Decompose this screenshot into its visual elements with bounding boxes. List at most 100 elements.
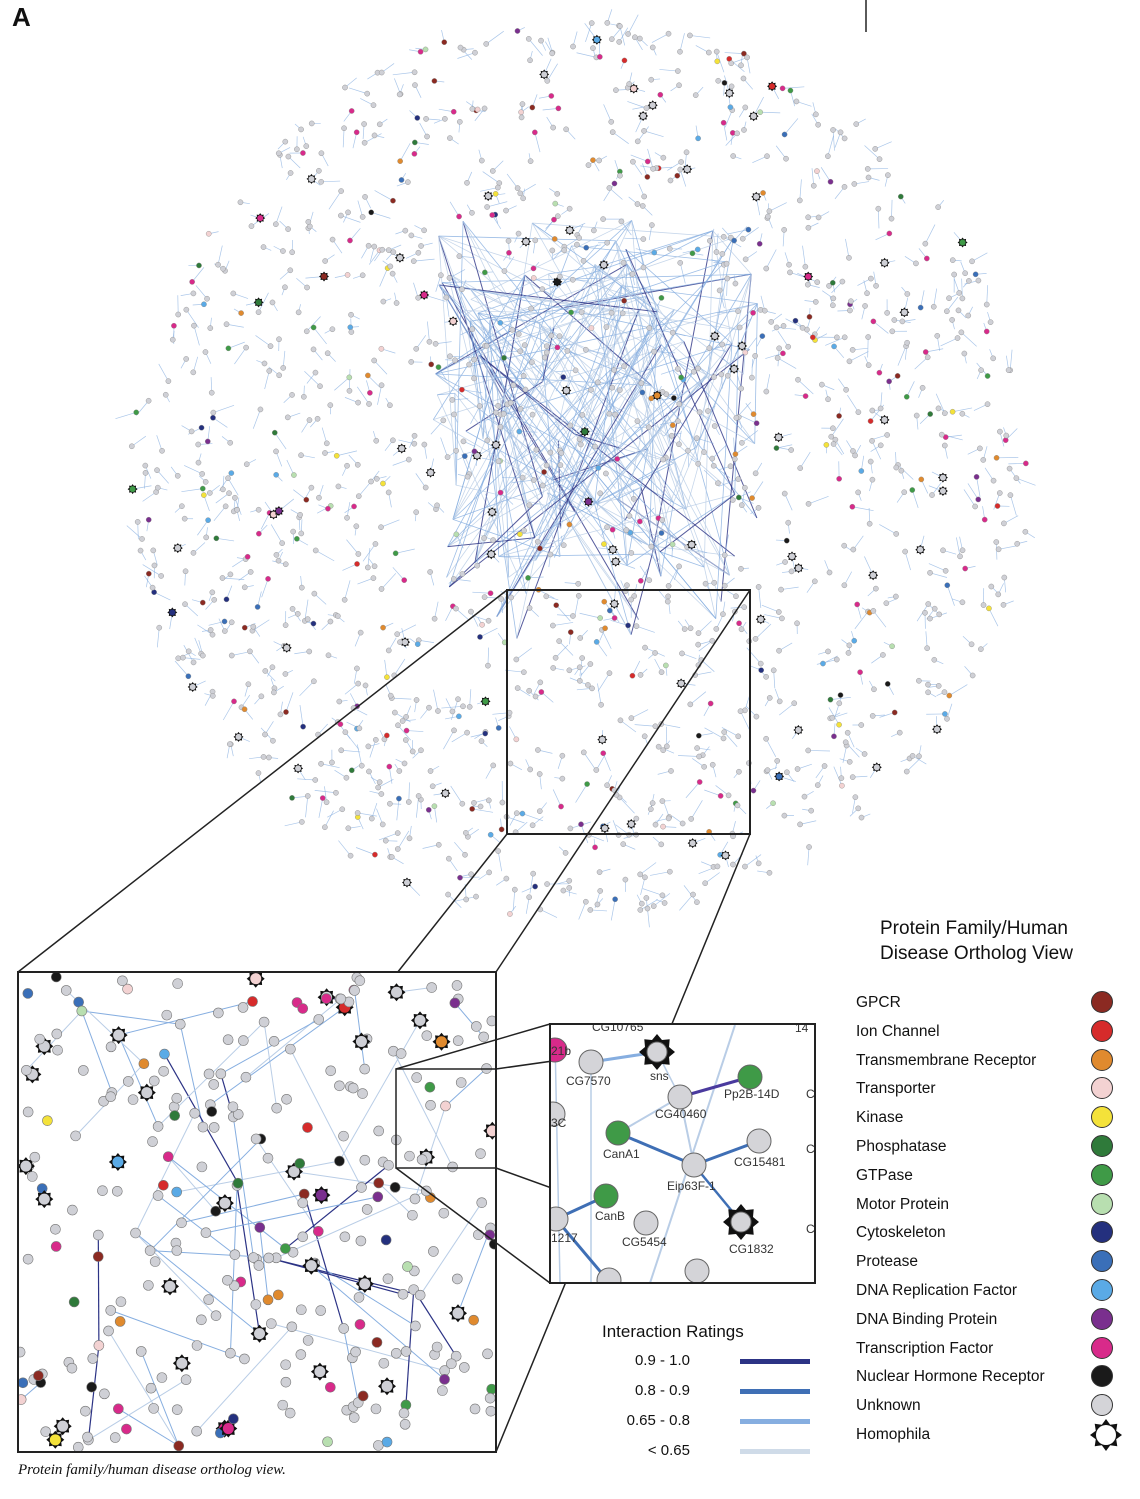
node bbox=[679, 820, 686, 827]
node bbox=[596, 1267, 622, 1282]
node bbox=[583, 244, 590, 251]
node bbox=[537, 679, 544, 686]
node bbox=[660, 154, 667, 161]
node bbox=[831, 343, 837, 350]
edge bbox=[450, 785, 463, 804]
node bbox=[469, 806, 475, 812]
zoom-connector-line bbox=[17, 589, 508, 973]
edge bbox=[297, 778, 316, 781]
node bbox=[711, 374, 717, 380]
node bbox=[223, 321, 230, 328]
node bbox=[202, 349, 209, 355]
node bbox=[637, 871, 643, 878]
node bbox=[380, 480, 386, 487]
node bbox=[227, 741, 233, 747]
node bbox=[893, 593, 899, 600]
node bbox=[203, 1068, 215, 1080]
node bbox=[207, 627, 214, 633]
edge bbox=[626, 264, 756, 444]
node bbox=[317, 383, 323, 389]
node bbox=[509, 327, 516, 333]
node bbox=[814, 782, 821, 788]
edge bbox=[303, 1193, 345, 1329]
node bbox=[508, 594, 514, 601]
node bbox=[652, 821, 659, 828]
node bbox=[457, 874, 463, 881]
node bbox=[154, 467, 160, 473]
node bbox=[295, 309, 302, 316]
node bbox=[295, 765, 302, 772]
edge bbox=[496, 386, 499, 406]
node bbox=[812, 578, 818, 585]
node bbox=[113, 1029, 125, 1041]
edge bbox=[452, 264, 628, 520]
node bbox=[357, 1390, 369, 1402]
node bbox=[658, 295, 665, 301]
node bbox=[566, 877, 573, 884]
node bbox=[865, 174, 872, 181]
node bbox=[253, 1260, 265, 1271]
edge bbox=[393, 658, 406, 676]
node bbox=[358, 762, 365, 769]
node bbox=[805, 747, 812, 754]
node bbox=[399, 1419, 411, 1430]
node bbox=[955, 307, 962, 314]
node bbox=[428, 361, 435, 368]
edge bbox=[216, 537, 235, 542]
edge bbox=[773, 670, 776, 689]
edge bbox=[643, 130, 664, 138]
edge bbox=[304, 370, 321, 387]
node bbox=[594, 901, 601, 908]
node bbox=[980, 602, 987, 608]
node bbox=[506, 249, 512, 256]
node bbox=[778, 586, 784, 593]
node bbox=[287, 170, 294, 176]
node bbox=[450, 1350, 462, 1362]
node bbox=[378, 524, 384, 530]
node bbox=[150, 547, 157, 554]
node bbox=[685, 447, 691, 454]
node bbox=[365, 242, 372, 249]
node bbox=[558, 803, 564, 810]
node bbox=[730, 153, 736, 159]
node bbox=[440, 417, 447, 424]
node bbox=[434, 502, 440, 509]
node bbox=[735, 476, 742, 482]
node bbox=[220, 486, 226, 493]
node bbox=[760, 190, 766, 196]
node bbox=[665, 593, 671, 600]
node bbox=[944, 716, 950, 722]
node bbox=[33, 1370, 44, 1382]
edge bbox=[388, 766, 393, 784]
edge bbox=[496, 237, 734, 617]
node bbox=[359, 1278, 371, 1290]
edge bbox=[222, 577, 245, 580]
edge bbox=[552, 622, 574, 626]
edge bbox=[660, 344, 755, 445]
node bbox=[564, 348, 571, 354]
node bbox=[327, 618, 334, 625]
node bbox=[592, 844, 598, 851]
node bbox=[329, 236, 336, 243]
node bbox=[849, 347, 856, 353]
node bbox=[449, 397, 456, 403]
node bbox=[548, 93, 555, 99]
edge bbox=[500, 414, 512, 434]
edge bbox=[419, 1202, 483, 1296]
node bbox=[620, 841, 627, 847]
node bbox=[78, 1065, 89, 1076]
node bbox=[551, 216, 557, 223]
node bbox=[507, 400, 514, 406]
node bbox=[499, 799, 506, 806]
node bbox=[414, 115, 421, 121]
node bbox=[129, 486, 136, 493]
node bbox=[201, 301, 207, 308]
node bbox=[604, 239, 611, 246]
node bbox=[197, 1121, 209, 1133]
node bbox=[516, 428, 523, 435]
node bbox=[611, 600, 618, 607]
node bbox=[355, 493, 362, 499]
node bbox=[497, 320, 504, 326]
legend-color-swatch bbox=[1091, 1048, 1113, 1071]
node bbox=[281, 1093, 292, 1105]
